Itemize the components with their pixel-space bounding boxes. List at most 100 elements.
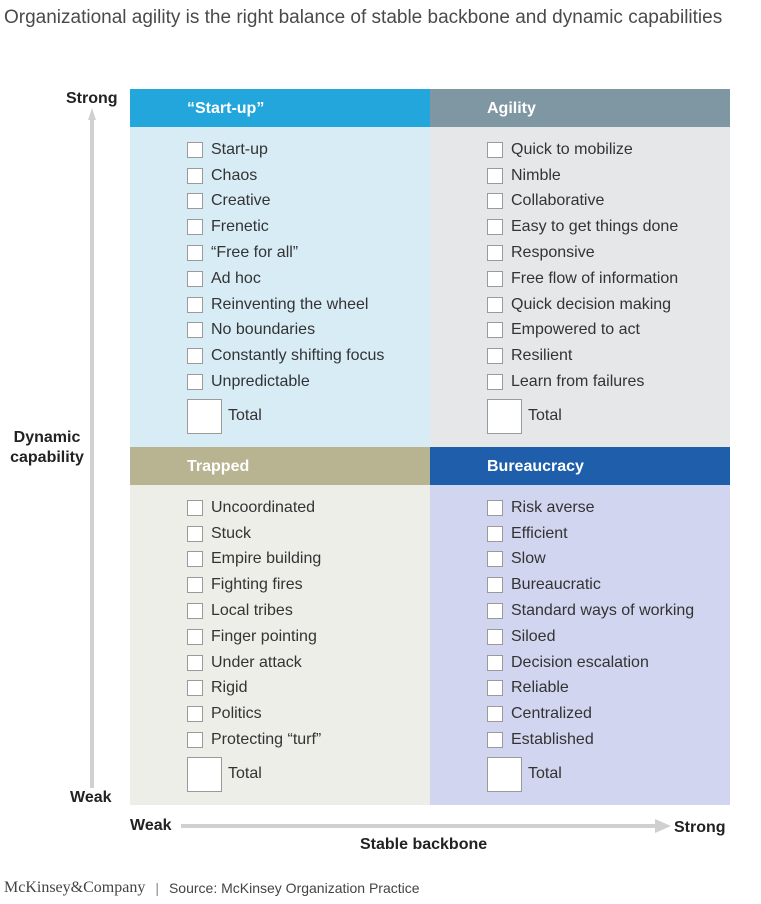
checklist-item-label: Responsive (511, 244, 595, 262)
checkbox[interactable] (187, 219, 203, 236)
checklist-item: Under attack (187, 650, 430, 676)
checklist-item: Constantly shifting focus (187, 343, 430, 369)
x-axis-low-label: Weak (130, 817, 172, 834)
checkbox[interactable] (487, 706, 503, 723)
total-row: Total (187, 756, 430, 792)
checklist-item-label: Efficient (511, 524, 568, 542)
checkbox[interactable] (187, 296, 203, 313)
checklist-item-label: Ad hoc (211, 269, 261, 287)
quadrant-title: “Start-up” (130, 89, 430, 127)
checklist-item-label: Under attack (211, 653, 302, 671)
y-axis-arrow (88, 108, 96, 788)
total-input-box[interactable] (487, 398, 522, 434)
checklist-item: Protecting “turf” (187, 727, 430, 753)
checkbox[interactable] (187, 141, 203, 158)
checklist-item: Start-up (187, 137, 430, 163)
checkbox[interactable] (187, 245, 203, 262)
x-axis-high-label: Strong (674, 819, 726, 836)
checklist-item-label: Reliable (511, 679, 569, 697)
checkbox[interactable] (187, 193, 203, 210)
checkbox[interactable] (487, 296, 503, 313)
checkbox[interactable] (487, 499, 503, 516)
checklist-item-label: Slow (511, 550, 546, 568)
checklist-item-label: Fighting fires (211, 576, 303, 594)
checklist-item: Efficient (487, 521, 730, 547)
checklist-item-label: No boundaries (211, 321, 316, 339)
checklist-item: Responsive (487, 240, 730, 266)
total-input-box[interactable] (187, 756, 222, 792)
checklist-item: Fighting fires (187, 572, 430, 598)
checkbox[interactable] (187, 732, 203, 749)
checklist-item: Centralized (487, 701, 730, 727)
checkbox[interactable] (487, 322, 503, 339)
checkbox[interactable] (487, 193, 503, 210)
checklist-item: Empowered to act (487, 318, 730, 344)
checklist-item: Slow (487, 547, 730, 573)
checkbox[interactable] (487, 219, 503, 236)
checklist-item-label: Uncoordinated (211, 498, 316, 516)
checkbox[interactable] (487, 680, 503, 697)
checklist-item: Creative (187, 189, 430, 215)
checkbox[interactable] (487, 374, 503, 391)
checkbox[interactable] (187, 577, 203, 594)
checkbox[interactable] (487, 270, 503, 287)
checkbox[interactable] (187, 706, 203, 723)
checkbox[interactable] (187, 628, 203, 645)
x-axis-arrow (181, 819, 671, 833)
checkbox[interactable] (487, 628, 503, 645)
checkbox[interactable] (487, 525, 503, 542)
total-row: Total (187, 398, 430, 434)
y-axis-low-label: Weak (70, 789, 112, 806)
checkbox[interactable] (187, 551, 203, 568)
checkbox[interactable] (487, 654, 503, 671)
checkbox[interactable] (187, 270, 203, 287)
checklist-item-label: Unpredictable (211, 373, 310, 391)
checklist-item-label: Centralized (511, 705, 592, 723)
source-note: Source: McKinsey Organization Practice (168, 880, 420, 896)
checkbox[interactable] (487, 732, 503, 749)
total-input-box[interactable] (487, 756, 522, 792)
checklist-item: Quick decision making (487, 292, 730, 318)
checkbox[interactable] (187, 525, 203, 542)
checkbox[interactable] (487, 141, 503, 158)
checklist-item: Established (487, 727, 730, 753)
checklist-item: Nimble (487, 163, 730, 189)
checklist-item: Stuck (187, 521, 430, 547)
checklist-item-label: Resilient (511, 347, 573, 365)
checklist-item-label: Constantly shifting focus (211, 347, 385, 365)
total-label: Total (528, 765, 562, 783)
total-label: Total (228, 407, 262, 425)
checkbox[interactable] (187, 499, 203, 516)
checklist-item-label: Protecting “turf” (211, 731, 322, 749)
checkbox[interactable] (187, 603, 203, 620)
checklist-item-label: Chaos (211, 166, 258, 184)
checkbox[interactable] (487, 551, 503, 568)
checklist-item-label: Quick decision making (511, 295, 672, 313)
checkbox[interactable] (187, 167, 203, 184)
checklist-item-label: Empowered to act (511, 321, 640, 339)
checkbox[interactable] (487, 348, 503, 365)
footer: McKinsey&Company | Source: McKinsey Orga… (4, 879, 420, 897)
checkbox[interactable] (187, 322, 203, 339)
checkbox[interactable] (187, 374, 203, 391)
checklist-item: Collaborative (487, 189, 730, 215)
checkbox[interactable] (187, 680, 203, 697)
total-label: Total (528, 407, 562, 425)
checkbox[interactable] (187, 654, 203, 671)
checkbox[interactable] (187, 348, 203, 365)
checklist-item: Siloed (487, 624, 730, 650)
checkbox[interactable] (487, 603, 503, 620)
checkbox[interactable] (487, 167, 503, 184)
checklist-item-label: Quick to mobilize (511, 140, 633, 158)
checklist-item: Rigid (187, 676, 430, 702)
quadrant-title: Bureaucracy (430, 447, 730, 485)
checkbox[interactable] (487, 245, 503, 262)
checkbox[interactable] (487, 577, 503, 594)
checklist-item-label: Frenetic (211, 218, 269, 236)
total-input-box[interactable] (187, 398, 222, 434)
checklist-item-label: Creative (211, 192, 271, 210)
total-row: Total (487, 756, 730, 792)
